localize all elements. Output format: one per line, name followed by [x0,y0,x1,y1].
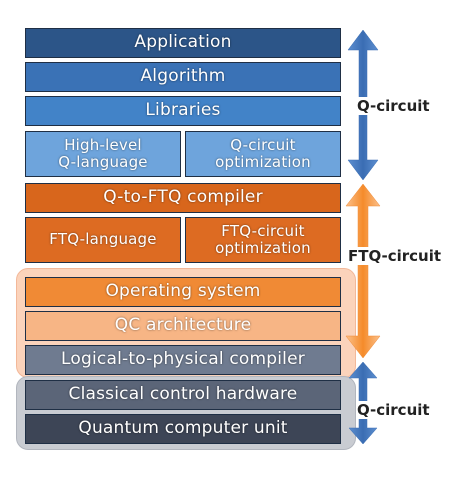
classical-control-hardware-label: Classical control hardware [68,384,298,405]
application-layer: Application [25,28,341,58]
application-label: Application [134,32,232,53]
high-level-q-language-layer: High-level Q-language [25,131,181,177]
middle-arrow-label: FTQ-circuit [347,247,443,265]
logical-to-physical-compiler-label: Logical-to-physical compiler [61,349,305,370]
operating-system-label: Operating system [105,281,261,302]
ftq-circuit-optimization-label: FTQ-circuit optimization [215,221,311,257]
libraries-layer: Libraries [25,96,341,126]
q-circuit-optimization-label: Q-circuit optimization [215,135,311,171]
q-to-ftq-compiler-layer: Q-to-FTQ compiler [25,183,341,213]
operating-system-layer: Operating system [25,277,341,307]
q-circuit-optimization-layer: Q-circuit optimization [185,131,341,177]
logical-to-physical-compiler-layer: Logical-to-physical compiler [25,345,341,375]
lower-arrow-label: Q-circuit [356,401,431,419]
classical-control-hardware-layer: Classical control hardware [25,380,341,410]
quantum-computer-unit-label: Quantum computer unit [78,418,288,439]
libraries-label: Libraries [145,100,221,121]
q-to-ftq-compiler-label: Q-to-FTQ compiler [103,187,263,208]
algorithm-layer: Algorithm [25,62,341,92]
algorithm-label: Algorithm [140,66,226,87]
middle-ftq-circuit-arrow [345,183,381,359]
qc-architecture-layer: QC architecture [25,311,341,341]
ftq-language-label: FTQ-language [49,230,157,249]
ftq-language-layer: FTQ-language [25,217,181,263]
high-level-q-language-label: High-level Q-language [58,135,148,171]
ftq-circuit-optimization-layer: FTQ-circuit optimization [185,217,341,263]
upper-arrow-label: Q-circuit [356,97,431,115]
qc-architecture-label: QC architecture [114,315,252,336]
quantum-computer-unit-layer: Quantum computer unit [25,414,341,444]
